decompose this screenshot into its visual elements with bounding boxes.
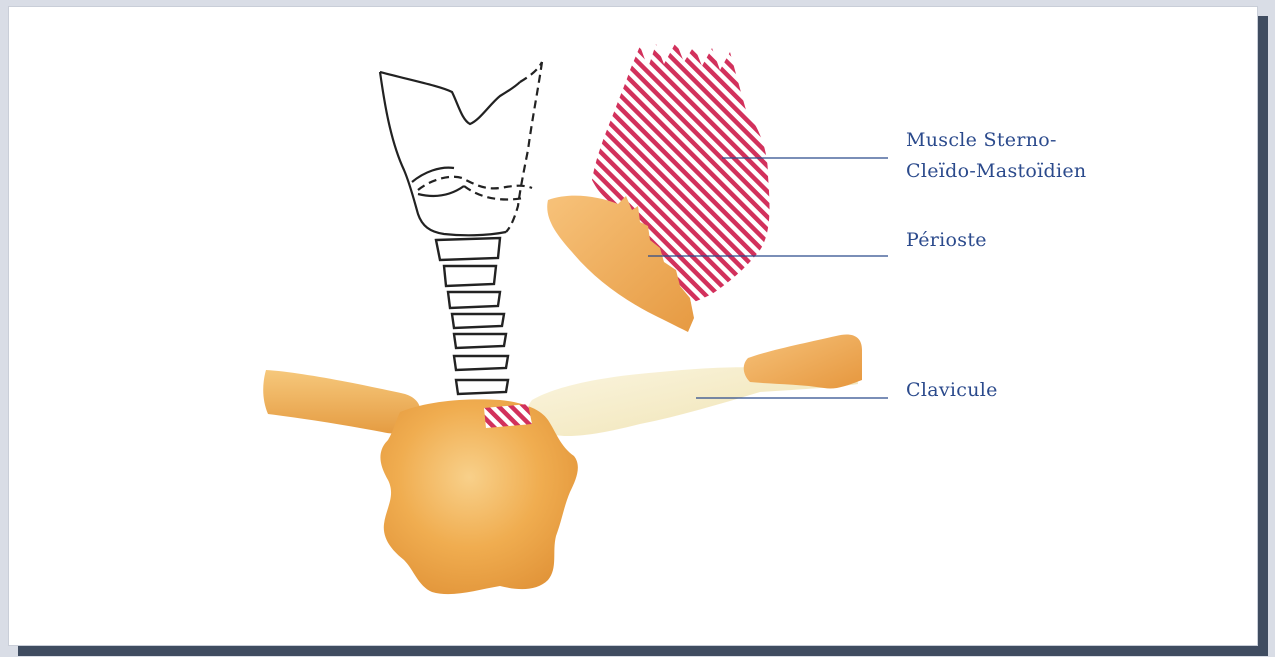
tracheal-ring	[452, 314, 504, 328]
tracheal-ring	[444, 266, 496, 286]
laryngeal-cartilage-outline	[380, 62, 542, 235]
tracheal-ring	[448, 292, 500, 308]
label-periosteum: Périoste	[906, 229, 987, 251]
tracheal-ring	[436, 238, 500, 260]
tracheal-ring	[456, 380, 508, 394]
tracheal-rings	[436, 238, 508, 394]
clavicle-lateral-tip	[744, 335, 862, 389]
muscle-insertion-hatch	[484, 404, 532, 428]
label-muscle-line2: Cleïdo-Mastoïdien	[906, 160, 1086, 182]
tracheal-ring	[454, 334, 506, 348]
label-clavicle: Clavicule	[906, 379, 998, 401]
label-muscle-line1: Muscle Sterno-	[906, 129, 1057, 151]
sternum-manubrium	[380, 399, 577, 594]
tracheal-ring	[454, 356, 508, 370]
